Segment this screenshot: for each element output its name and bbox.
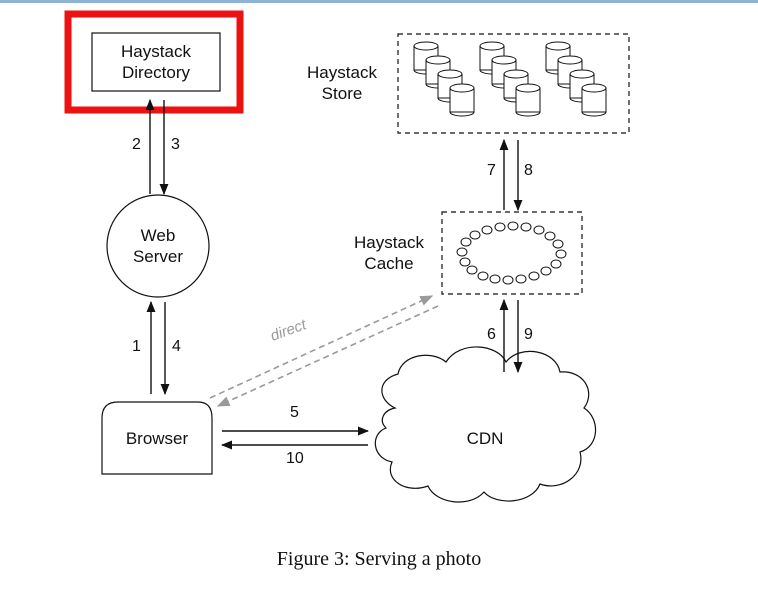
step-10: 10 <box>286 450 304 467</box>
step-1: 1 <box>132 338 141 355</box>
step-2: 2 <box>132 136 141 153</box>
browser-label: Browser <box>125 429 189 448</box>
step-5: 5 <box>290 404 299 421</box>
store-box <box>397 33 630 134</box>
web-server-label: Web Server <box>132 226 184 266</box>
cache-entries <box>456 221 567 285</box>
step-7: 7 <box>487 162 496 179</box>
directory-label: Haystack Directory <box>121 42 191 82</box>
step-3: 3 <box>171 136 180 153</box>
top-border <box>0 0 758 3</box>
cache-box <box>441 211 583 295</box>
store-label: Haystack Store <box>307 63 377 103</box>
store-disks <box>413 41 607 117</box>
browser-shape <box>101 401 213 475</box>
step-4: 4 <box>172 338 181 355</box>
directory-box <box>91 32 221 92</box>
cdn-cloud <box>374 346 597 503</box>
step-9: 9 <box>524 326 533 343</box>
arrow-direct-up <box>209 295 434 399</box>
arrow-direct-down <box>216 305 439 407</box>
step-8: 8 <box>524 162 533 179</box>
web-server-circle <box>106 194 210 298</box>
cache-label: Haystack Cache <box>354 233 424 273</box>
cdn-label: CDN <box>466 429 504 448</box>
step-6: 6 <box>487 326 496 343</box>
figure-caption: Figure 3: Serving a photo <box>276 548 482 570</box>
